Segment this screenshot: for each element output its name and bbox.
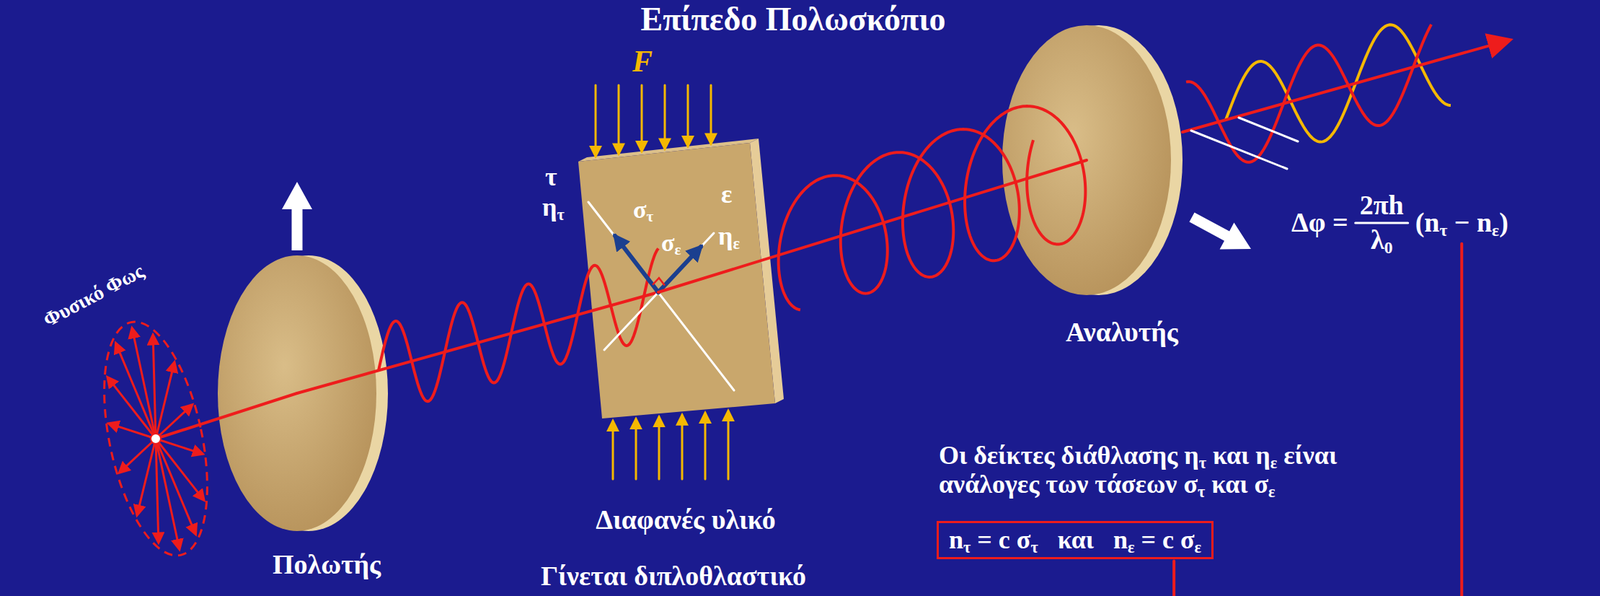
polarizer-disc [217, 255, 388, 531]
field-vector [141, 361, 190, 439]
part-label: Πολωτής [272, 549, 381, 580]
subscript: τ [646, 207, 654, 225]
force-arrow [635, 418, 638, 479]
polarizer-axis-arrow [281, 181, 313, 251]
title: Επίπεδο Πολωσκόπιο [640, 1, 946, 39]
beam-origin [150, 433, 161, 444]
force-arrow [664, 85, 667, 149]
part-label: Διαφανές υλικό [595, 504, 776, 536]
subscript: ε [1491, 220, 1500, 240]
formula-box: nτ = c στ και nε = c σε [936, 520, 1214, 559]
fraction-bar [1355, 221, 1409, 224]
formula-numerator: 2πh [1359, 190, 1404, 221]
unpolarized-ellipse [85, 312, 226, 564]
force-arrow [617, 85, 621, 154]
elliptical-light-helix [778, 105, 1086, 310]
subscript: τ [556, 205, 564, 224]
subscript: τ [1199, 453, 1207, 472]
subscript: τ [1030, 537, 1038, 556]
force-arrow [710, 85, 713, 144]
formula-part: (nτ − nε) [1415, 207, 1509, 238]
subscript: ε [1127, 537, 1135, 556]
stress-label: σε [661, 229, 682, 256]
subscript: ε [674, 240, 682, 259]
force-arrow [704, 412, 707, 479]
output-beam [1182, 40, 1509, 132]
force-arrow [681, 414, 684, 479]
right-angle-mark [652, 277, 665, 285]
part-label: Αναλυτής [1065, 317, 1179, 348]
polarized-wave [378, 248, 659, 401]
natural-light [85, 312, 226, 564]
subscript: ε [1268, 481, 1276, 500]
formula-denominator: λ0 [1370, 224, 1393, 256]
stress-arrow [615, 235, 659, 293]
block-face [578, 142, 776, 419]
force-label: F [632, 44, 653, 78]
force-arrow [727, 410, 730, 479]
formula-part: Δφ = [1291, 207, 1349, 238]
field-vector [116, 338, 156, 443]
light-beam [658, 160, 1087, 293]
axis-label: τ [545, 162, 558, 192]
leader-line [1172, 560, 1176, 596]
note-text: Οι δείκτες διάθλασης ητ και ηε είναι ανά… [938, 441, 1365, 499]
subscript: τ [1197, 481, 1205, 500]
note-label: Γίνεται διπλοθλαστικό [540, 560, 807, 592]
force-arrow [687, 85, 690, 146]
index-label: ηε [718, 222, 740, 251]
field-vector [122, 438, 171, 515]
force-arrow [594, 85, 598, 156]
subscript: ε [1270, 453, 1278, 472]
stress-label: στ [633, 196, 654, 223]
subscript: ε [732, 234, 740, 253]
force-arrow [612, 421, 615, 479]
subscript: 0 [1384, 237, 1394, 257]
index-label: ητ [542, 193, 565, 223]
retarded-wave [1225, 24, 1451, 142]
axis-label: ε [721, 180, 732, 210]
phase-mark-line [1238, 117, 1298, 142]
birefringent-block [578, 138, 784, 419]
principal-axis-line [588, 201, 735, 391]
formula-text: nτ = c στ και nε = c σε [948, 524, 1202, 555]
light-beam [155, 392, 298, 439]
output-wave [1186, 24, 1432, 163]
phase-mark-line [1191, 130, 1288, 169]
light-label: Φυσικό Φως [39, 260, 148, 332]
subscript: τ [963, 537, 971, 556]
analyzer-axis-arrow [1189, 211, 1252, 249]
force-arrow [658, 416, 661, 479]
field-vector [155, 434, 196, 538]
force-arrow [641, 85, 644, 151]
leader-line [1460, 243, 1464, 596]
subscript: τ [1439, 220, 1448, 240]
subscript: ε [1194, 537, 1202, 556]
